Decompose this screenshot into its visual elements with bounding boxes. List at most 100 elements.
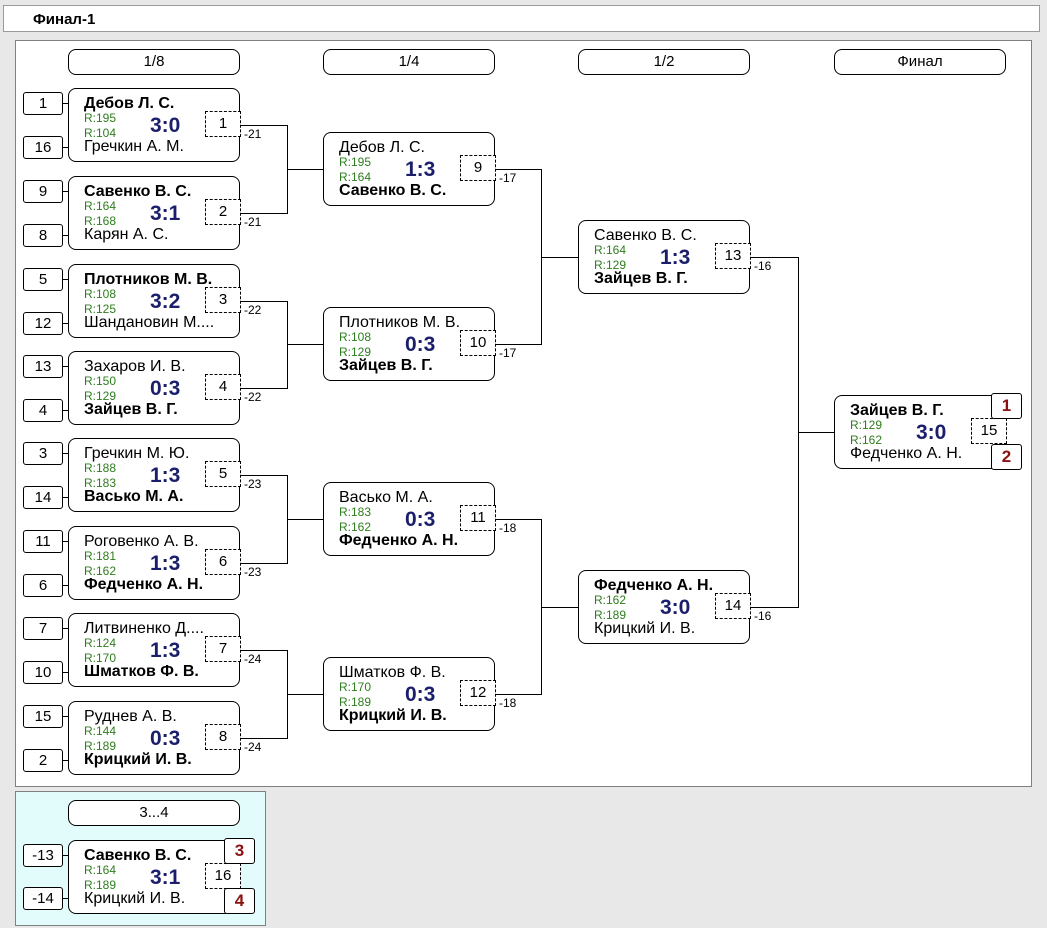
seed-number: 7	[23, 617, 63, 640]
seed-number: 11	[23, 530, 63, 553]
seed-number: 15	[23, 705, 63, 728]
seed-number: 2	[23, 749, 63, 772]
player-rating: R:129	[594, 258, 627, 272]
round-header: 1/8	[68, 49, 240, 75]
connector-line	[750, 607, 798, 608]
player-rating: R:189	[84, 878, 117, 892]
player-rating: R:129	[850, 418, 883, 432]
player-rating: R:162	[850, 433, 883, 447]
player-name: Савенко В. С.	[84, 847, 192, 864]
player-rating: R:170	[339, 680, 372, 694]
player-name: Савенко В. С.	[339, 182, 447, 199]
player-name: Федченко А. Н.	[594, 577, 714, 594]
connector-line	[541, 257, 578, 258]
player-name: Захаров И. В.	[84, 358, 186, 375]
seed-number: 12	[23, 312, 63, 335]
player-name: Крицкий И. В.	[594, 620, 696, 637]
player-rating: R:164	[84, 863, 117, 877]
player-name: Шматков Ф. В.	[339, 664, 446, 681]
loser-destination: -24	[244, 652, 262, 666]
loser-destination: -23	[244, 565, 262, 579]
player-rating: R:195	[84, 111, 117, 125]
loser-destination: -16	[754, 259, 772, 273]
loser-destination: -18	[499, 521, 517, 535]
player-name: Карян А. С.	[84, 226, 169, 243]
connector-line	[63, 898, 68, 899]
connector-line	[541, 607, 578, 608]
player-name: Гречкин М. Ю.	[84, 445, 190, 462]
player-name: Федченко А. Н.	[84, 576, 204, 593]
player-rating: R:108	[84, 287, 117, 301]
player-name: Крицкий И. В.	[84, 751, 192, 768]
player-name: Дебов Л. С.	[84, 95, 175, 112]
seed-number: -13	[23, 844, 63, 867]
connector-line	[240, 738, 287, 739]
seed-number: 16	[23, 136, 63, 159]
connector-line	[63, 760, 68, 761]
match-number: 8	[205, 724, 241, 750]
player-name: Роговенко А. В.	[84, 533, 199, 550]
match-score: 0:3	[150, 727, 181, 750]
connector-line	[287, 301, 288, 389]
match-score: 1:3	[150, 552, 181, 575]
match-number: 16	[205, 863, 241, 889]
player-rating: R:183	[339, 505, 372, 519]
player-rating: R:150	[84, 374, 117, 388]
match-score: 1:3	[150, 464, 181, 487]
window-title: Финал-1	[33, 11, 96, 28]
match-score: 1:3	[150, 639, 181, 662]
seed-number: 10	[23, 661, 63, 684]
player-name: Шандановин М....	[84, 314, 215, 331]
connector-line	[63, 191, 68, 192]
loser-destination: -22	[244, 303, 262, 317]
connector-line	[63, 453, 68, 454]
player-name: Плотников М. В.	[84, 271, 213, 288]
seed-number: 6	[23, 574, 63, 597]
player-rating: R:183	[84, 476, 117, 490]
player-name: Крицкий И. В.	[84, 890, 186, 907]
connector-line	[63, 672, 68, 673]
match-score: 1:3	[660, 246, 691, 269]
seed-number: 13	[23, 355, 63, 378]
connector-line	[63, 585, 68, 586]
connector-line	[240, 125, 287, 126]
final-place-badge: 3	[224, 838, 255, 864]
player-rating: R:181	[84, 549, 117, 563]
player-rating: R:195	[339, 155, 372, 169]
connector-line	[63, 147, 68, 148]
match-number: 13	[715, 243, 751, 269]
loser-destination: -16	[754, 609, 772, 623]
player-name: Савенко В. С.	[84, 183, 192, 200]
seed-number: 1	[23, 92, 63, 115]
connector-line	[287, 694, 323, 695]
seed-number: 4	[23, 399, 63, 422]
round-header: 3...4	[68, 800, 240, 826]
player-name: Зайцев В. Г.	[850, 402, 944, 419]
connector-line	[750, 257, 798, 258]
match-score: 3:0	[916, 421, 947, 444]
match-number: 15	[971, 418, 1007, 444]
player-rating: R:168	[84, 214, 117, 228]
match-score: 3:0	[150, 114, 181, 137]
connector-line	[495, 169, 541, 170]
connector-line	[63, 103, 68, 104]
connector-line	[287, 519, 323, 520]
connector-line	[798, 432, 834, 433]
player-rating: R:164	[339, 170, 372, 184]
